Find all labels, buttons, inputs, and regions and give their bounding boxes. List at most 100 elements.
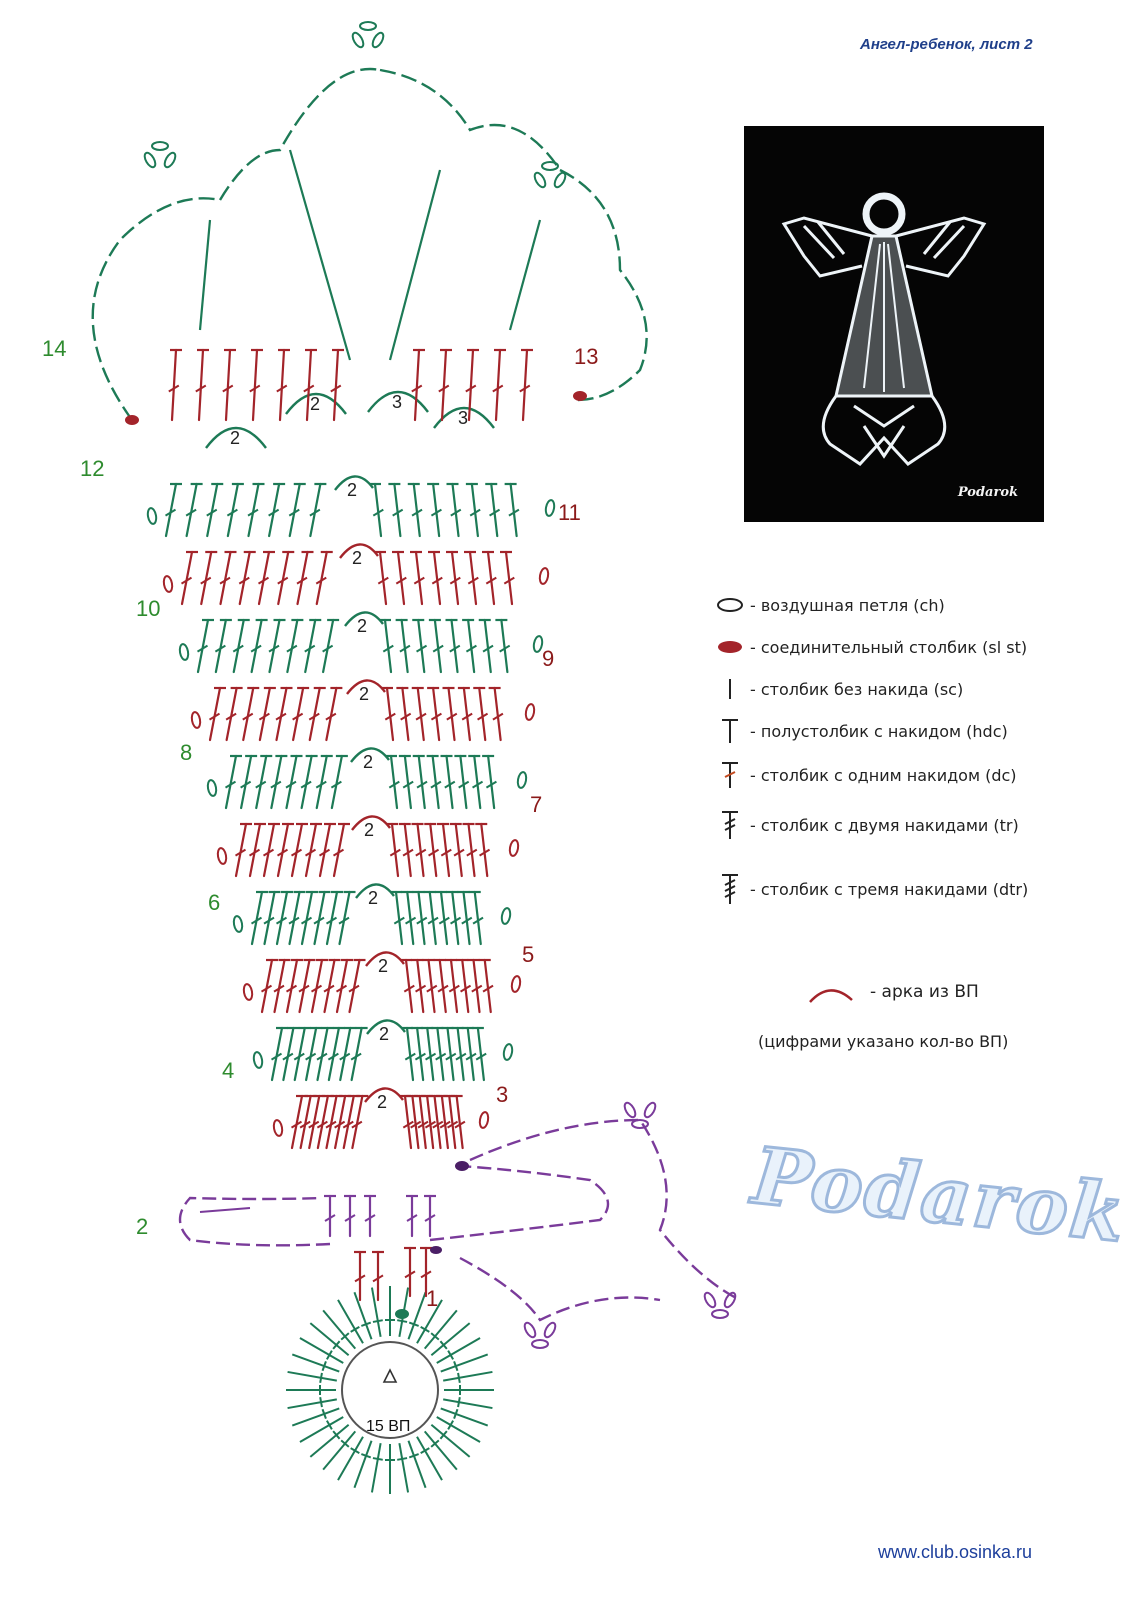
base-ring — [286, 1248, 494, 1494]
double-treble-icon — [714, 874, 750, 904]
ring-bar — [458, 1373, 460, 1383]
chain-loop — [623, 1101, 638, 1119]
row-label-9: 9 — [542, 646, 554, 672]
stitch-post — [435, 620, 441, 672]
legend-row-slip-stitch: - соединительный столбик (sl st) — [714, 632, 1027, 662]
legend-text: - столбик с двумя накидами (tr) — [750, 816, 1019, 835]
chain-loop — [543, 1321, 558, 1339]
row-label-8: 8 — [180, 740, 192, 766]
ring-bar — [373, 1320, 383, 1322]
chain-icon — [714, 590, 750, 620]
outer-arch — [220, 69, 380, 200]
wing-chain — [180, 1198, 330, 1245]
chain-loop — [503, 1043, 514, 1060]
slip-stitch-icon — [714, 632, 750, 662]
chain-loop — [147, 507, 158, 524]
chain-loop — [179, 643, 190, 660]
stitch-post — [407, 1028, 413, 1080]
arc-note: - арка из ВП — [870, 982, 979, 1002]
half-double-icon — [714, 716, 750, 746]
single-crochet-icon — [714, 674, 750, 704]
stitch-post — [396, 892, 402, 944]
row-label-5: 5 — [522, 942, 534, 968]
angel-figure — [744, 126, 1044, 522]
stitch-post — [385, 620, 391, 672]
ring-bar — [373, 1458, 383, 1460]
stitch-post — [470, 552, 476, 604]
stitch-post — [226, 350, 230, 420]
chain-loop — [233, 915, 244, 932]
stitch-post — [394, 484, 400, 536]
stitch-post — [469, 824, 475, 876]
stitch-post — [458, 1028, 464, 1080]
legend-row-hdc: - полустолбик с накидом (hdc) — [714, 716, 1008, 746]
stitch-post — [491, 484, 497, 536]
arc-count-labels: 22222222222233 — [230, 392, 468, 1112]
chain-loop — [542, 162, 558, 170]
chain-loop — [525, 703, 536, 720]
arc-count: 2 — [359, 684, 369, 704]
ring-stitch — [399, 1443, 408, 1492]
stitch-post — [488, 756, 494, 808]
stitch-post — [433, 688, 439, 740]
legend-text: - соединительный столбик (sl st) — [750, 638, 1027, 657]
stitch-post — [440, 960, 446, 1012]
ring-bar — [397, 1320, 407, 1322]
stitch-post — [472, 484, 478, 536]
legend-text: - столбик с тремя накидами (dtr) — [750, 880, 1028, 899]
stitch-post — [479, 688, 485, 740]
chain-loop — [632, 1120, 648, 1128]
chain-loop — [501, 907, 512, 924]
stitch-post — [415, 350, 419, 420]
chain-loop — [351, 31, 366, 49]
stitch-post — [434, 552, 440, 604]
stitch-post — [387, 688, 393, 740]
arc-count: 2 — [364, 820, 374, 840]
stitch-post — [464, 892, 470, 944]
stitch-post — [478, 1028, 484, 1080]
stitch-post — [447, 756, 453, 808]
wing-chain — [470, 1120, 740, 1300]
arc-count: 3 — [458, 408, 468, 428]
stitch-post — [417, 960, 423, 1012]
chain-loop — [479, 1111, 490, 1128]
row-label-6: 6 — [208, 890, 220, 916]
row-label-13: 13 — [574, 344, 598, 370]
ring-bar — [458, 1397, 460, 1407]
stitch-post — [441, 892, 447, 944]
chain-loop — [539, 567, 550, 584]
stitch-post — [414, 484, 420, 536]
stitch-post — [475, 892, 481, 944]
row-label-2: 2 — [136, 1214, 148, 1240]
stitch-post — [523, 350, 527, 420]
stitch-post — [437, 1028, 443, 1080]
arc-count: 3 — [392, 392, 402, 412]
chain-loop — [243, 983, 254, 1000]
stitch-post — [456, 824, 462, 876]
stitch-post — [416, 552, 422, 604]
chain-loop — [553, 171, 568, 189]
stitch-post — [462, 960, 468, 1012]
wing-motif — [180, 1101, 740, 1348]
website-link[interactable]: www.club.osinka.ru — [878, 1542, 1032, 1563]
stitch-post — [460, 756, 466, 808]
legend-row-chain: - воздушная петля (ch) — [714, 590, 945, 620]
slip-stitch — [430, 1246, 442, 1254]
arc-count-note: (цифрами указано кол-во ВП) — [758, 1032, 1008, 1051]
stitch-post — [419, 892, 425, 944]
chain-loop — [533, 171, 548, 189]
stitch-post — [280, 350, 284, 420]
ring-stitch — [443, 1372, 492, 1381]
row-label-1: 1 — [426, 1286, 438, 1312]
arc-count: 2 — [377, 1092, 387, 1112]
legend-row-dtr: - столбик с тремя накидами (dtr) — [714, 874, 1028, 904]
chain-loop — [517, 771, 528, 788]
stitch-post — [501, 620, 507, 672]
stitch-post — [427, 1028, 433, 1080]
stitch-post — [448, 1028, 454, 1080]
stitch-post — [495, 688, 501, 740]
stitch-post — [433, 756, 439, 808]
outer-arch — [560, 170, 647, 400]
chain-loop — [643, 1101, 658, 1119]
stitch-post — [172, 350, 176, 420]
